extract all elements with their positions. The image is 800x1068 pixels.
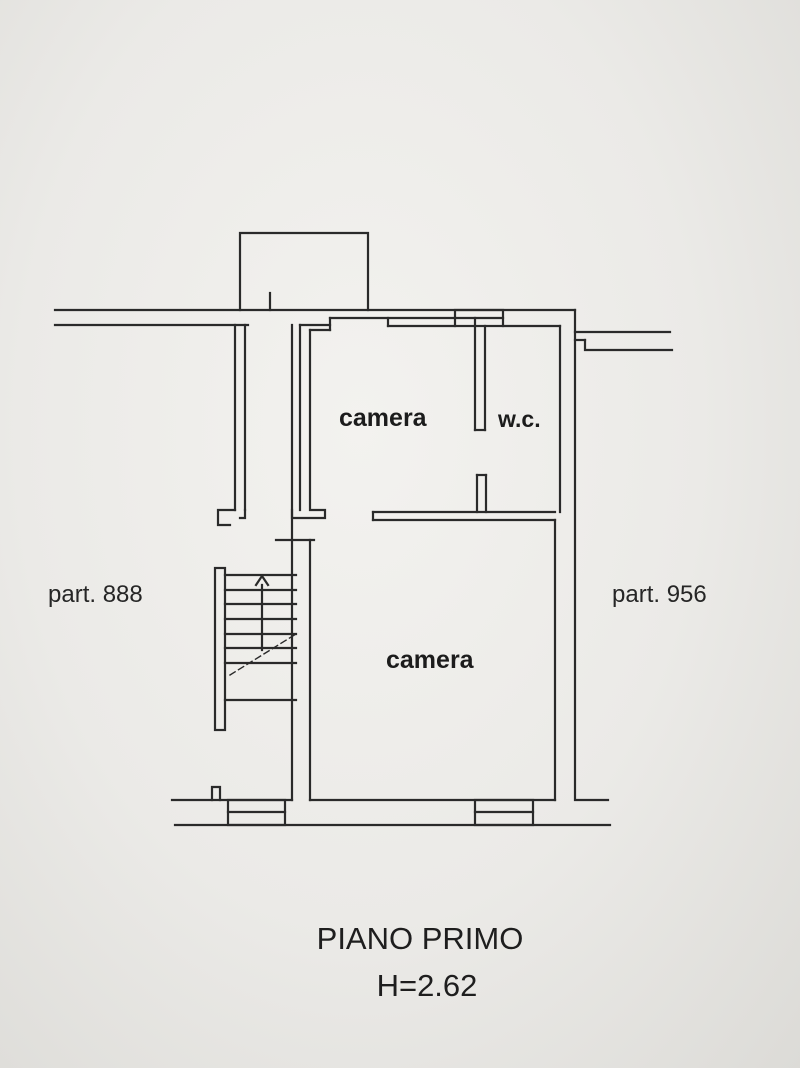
bottom-wall — [170, 785, 612, 827]
left-partition-wall — [216, 323, 247, 527]
neighbor-label-right: part. 956 — [612, 581, 707, 608]
room-label-wc: w.c. — [498, 406, 541, 432]
staircase — [213, 566, 298, 732]
room-label-camera-lower: camera — [386, 646, 474, 674]
room-label-camera-upper: camera — [339, 404, 427, 432]
rooms-top-wall — [308, 308, 562, 332]
central-wall — [274, 323, 332, 802]
floor-title: PIANO PRIMO — [316, 921, 524, 956]
neighbor-label-left: part. 888 — [48, 581, 143, 608]
top-balcony — [238, 231, 370, 312]
wc-partitions — [371, 316, 557, 522]
floor-height: H=2.62 — [376, 968, 478, 1003]
right-outer-wall — [553, 308, 674, 802]
